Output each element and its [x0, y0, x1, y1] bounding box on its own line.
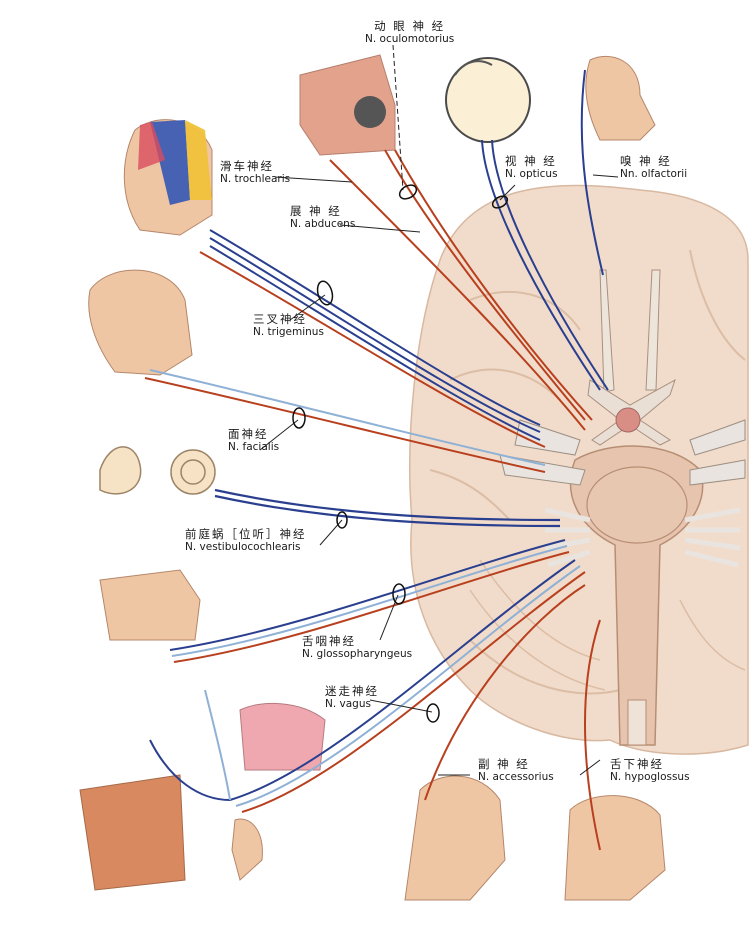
glossopharyngeal-nerve-label: 舌咽神经 N. glossopharyngeus: [302, 635, 412, 661]
abducens-nerve-label: 展 神 经 N. abducens: [290, 205, 355, 231]
olfactory-la: Nn. olfactorii: [620, 168, 688, 180]
accessory-zh: 副 神 经: [478, 757, 530, 771]
optic-zh: 视 神 经: [505, 154, 557, 168]
vagus-la: N. vagus: [325, 698, 371, 710]
trochlear-la: N. trochlearis: [220, 173, 291, 185]
hypoglossal-nerve-label: 舌下神经 N. hypoglossus: [610, 758, 690, 784]
nerve-fibers: [144, 69, 609, 851]
optic-la: N. opticus: [505, 168, 558, 180]
anatomy-regions: [79, 54, 666, 901]
trigeminal-zh: 三叉神经: [253, 312, 307, 326]
vagus-nerve-label: 迷走神经 N. vagus: [325, 685, 379, 711]
trigeminal-la: N. trigeminus: [253, 326, 324, 338]
trigeminal-nerve-label: 三叉神经 N. trigeminus: [253, 313, 324, 339]
bundle-rings: [292, 184, 509, 723]
leader-lines: [259, 44, 619, 776]
oculomotor-la: N. oculomotorius: [365, 33, 455, 45]
facial-zh: 面神经: [228, 427, 269, 441]
vestibulocochlear-nerve-label: 前庭蜗［位听］神经 N. vestibulocochlearis: [185, 528, 307, 554]
facial-nerve-label: 面神经 N. facialis: [228, 428, 279, 454]
glossopharyngeal-la: N. glossopharyngeus: [302, 648, 413, 660]
vestibulocochlear-la: N. vestibulocochlearis: [185, 541, 301, 553]
hypoglossal-la: N. hypoglossus: [610, 771, 690, 783]
oculomotor-nerve-label: 动 眼 神 经 N. oculomotorius: [365, 20, 454, 46]
trochlear-zh: 滑车神经: [220, 159, 274, 173]
olfactory-nerve-label: 嗅 神 经 Nn. olfactorii: [620, 155, 687, 181]
oculomotor-zh: 动 眼 神 经: [374, 19, 446, 33]
brainstem: [499, 269, 746, 746]
trochlear-nerve-label: 滑车神经 N. trochlearis: [220, 160, 290, 186]
abducens-la: N. abducens: [290, 218, 356, 230]
glossopharyngeal-zh: 舌咽神经: [302, 634, 356, 648]
accessory-la: N. accessorius: [478, 771, 554, 783]
vagus-zh: 迷走神经: [325, 684, 379, 698]
vestibulocochlear-zh: 前庭蜗［位听］神经: [185, 527, 307, 541]
optic-nerve-label: 视 神 经 N. opticus: [505, 155, 558, 181]
facial-la: N. facialis: [228, 441, 280, 453]
abducens-zh: 展 神 经: [290, 204, 342, 218]
hypoglossal-zh: 舌下神经: [610, 757, 664, 771]
accessory-nerve-label: 副 神 经 N. accessorius: [478, 758, 554, 784]
olfactory-zh: 嗅 神 经: [620, 154, 672, 168]
